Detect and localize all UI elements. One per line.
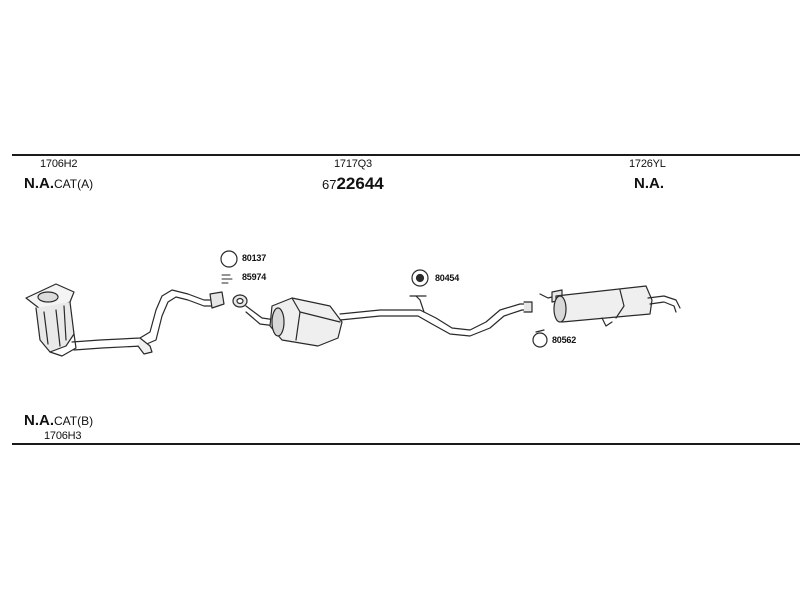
catalytic-converter (25, 283, 77, 357)
right-section-na: N.A. (634, 175, 664, 192)
part-label-80562: 80562 (552, 335, 577, 345)
centre-silencer (269, 297, 343, 347)
callout-icons (411, 269, 548, 348)
center-part-number: 6722644 (322, 174, 384, 194)
footer-na-label: N.A. (24, 412, 54, 429)
part-label-80137: 80137 (242, 253, 267, 263)
footer-section-code: 1706H3 (44, 430, 82, 442)
bottom-divider-line (12, 443, 800, 445)
front-pipe (71, 289, 225, 355)
part-number-prefix: 67 (322, 177, 337, 192)
part-number-main: 22644 (336, 174, 384, 193)
left-na-label: N.A. (24, 175, 54, 192)
part-label-80454: 80454 (435, 273, 460, 283)
center-section-code: 1717Q3 (334, 158, 372, 170)
middle-pipe (339, 295, 533, 337)
rear-silencer (539, 285, 681, 327)
footer-cat-label: CAT(B) (54, 414, 94, 428)
left-cat-label: CAT(A) (54, 177, 94, 191)
left-section-code: 1706H2 (40, 158, 78, 170)
left-section-na-cat: N.A.CAT(A) (24, 175, 93, 192)
right-section-code: 1726YL (629, 158, 666, 170)
top-divider-line (12, 154, 800, 156)
gasket-and-clamp-parts (220, 250, 248, 308)
footer-na-cat: N.A.CAT(B) (24, 412, 93, 429)
part-label-85974: 85974 (242, 272, 267, 282)
